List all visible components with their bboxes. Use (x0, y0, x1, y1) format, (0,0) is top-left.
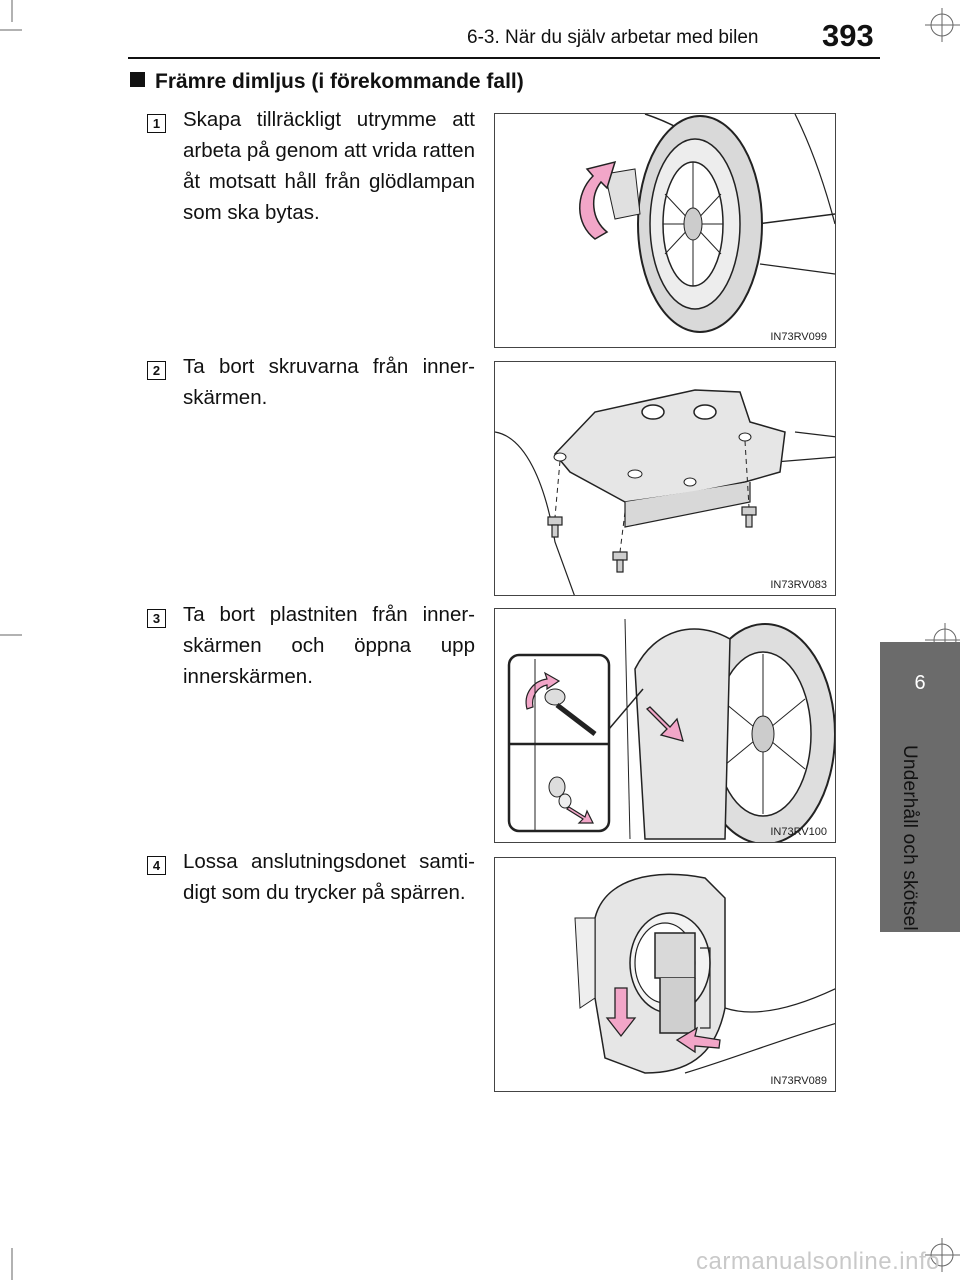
step-text: Ta bort plastniten från inner-skärmen oc… (183, 603, 475, 688)
figure-disconnect-connector: IN73RV089 (494, 857, 836, 1092)
figure-code: IN73RV083 (770, 579, 827, 591)
square-bullet-icon (130, 72, 145, 87)
chapter-side-tab: 6 (880, 642, 960, 932)
crop-mark-bottom-left (0, 1230, 30, 1280)
crop-mark-top-left (0, 0, 30, 40)
header-section-title: 6-3. När du själv arbetar med bilen (467, 27, 759, 48)
figure-code: IN73RV100 (770, 826, 827, 838)
step-number-badge: 3 (147, 609, 166, 628)
crop-mark-top-right (925, 0, 960, 50)
figure-remove-screws: IN73RV083 (494, 361, 836, 596)
illustration-wheel-turned (579, 114, 835, 333)
section-heading: Främre dimljus (i förekommande fall) (130, 70, 524, 94)
section-heading-text: Främre dimljus (i förekommande fall) (155, 70, 524, 93)
figure-code: IN73RV099 (770, 331, 827, 343)
watermark: carmanualsonline.info (696, 1248, 940, 1275)
illustration-inner-fender-screws (495, 389, 835, 595)
step-text: Skapa tillräckligt utrymme att arbeta på… (183, 108, 475, 224)
step-number-badge: 4 (147, 856, 166, 875)
crop-mark-bottom-right (925, 1230, 960, 1280)
illustration-fog-lamp-connector (574, 873, 835, 1074)
step-text: Lossa anslutningsdonet samti-digt som du… (183, 850, 475, 904)
figure-code: IN73RV089 (770, 1075, 827, 1087)
chapter-number: 6 (914, 672, 926, 694)
illustration-plastic-clip (507, 618, 835, 842)
step-number-badge: 1 (147, 114, 166, 133)
step-text: Ta bort skruvarna från inner-skärmen. (183, 355, 475, 409)
figure-turn-steering: IN73RV099 (494, 113, 836, 348)
figure-remove-clip: IN73RV100 (494, 608, 836, 843)
header-divider (128, 57, 880, 59)
step-number-badge: 2 (147, 361, 166, 380)
chapter-label: Underhåll och skötsel (899, 745, 920, 931)
page-number: 393 (822, 18, 874, 53)
crop-mark-middle-left (0, 620, 30, 650)
